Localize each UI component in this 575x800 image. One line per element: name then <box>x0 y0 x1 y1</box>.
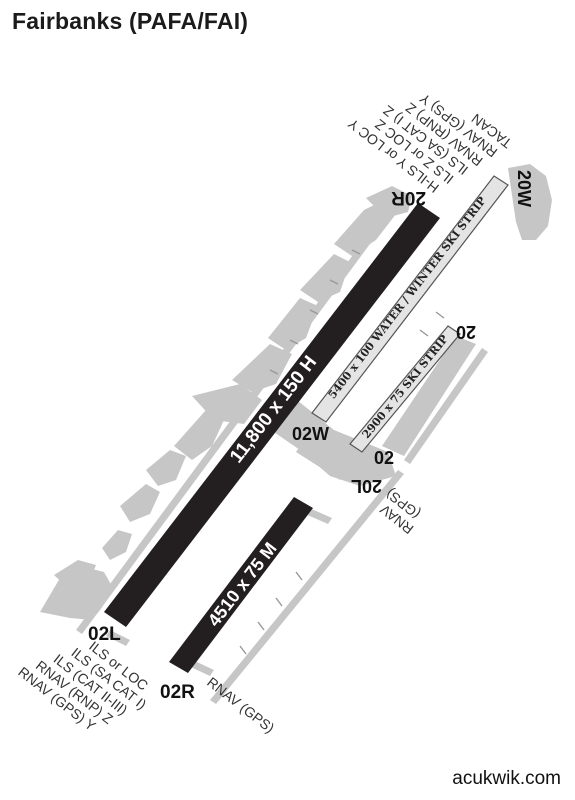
connector-1 <box>296 446 344 480</box>
main-runway-surface <box>104 203 440 627</box>
parallel-runway-surface <box>169 497 313 673</box>
west-apron-2 <box>120 484 160 522</box>
ski-strip-surface <box>349 325 461 453</box>
runway-end-20R: 20R <box>391 187 426 208</box>
ski-area-base <box>382 336 476 456</box>
west-apron-5 <box>192 384 262 424</box>
west-apron-3 <box>146 450 186 486</box>
east-taxiway-edge <box>404 348 488 464</box>
runway-end-02W: 02W <box>292 424 329 444</box>
southwest-apron-lower <box>54 560 96 590</box>
runway-end-02L: 02L <box>88 624 121 645</box>
approaches-02R: RNAV (GPS) <box>204 674 277 736</box>
west-parallel-taxiway <box>76 202 398 634</box>
west-apron-9 <box>334 200 396 256</box>
west-apron-1 <box>102 530 132 560</box>
runway-end-20L: 20L <box>351 476 382 496</box>
runway-end-20: 20 <box>456 322 476 342</box>
taxiway-markers <box>239 249 445 655</box>
approach-item: RNAV (GPS) <box>204 674 277 736</box>
runway-end-02: 02 <box>374 448 394 468</box>
east-taxiway-parallel <box>210 470 404 704</box>
parallel-runway-dimensions: 4510 x 75 M <box>204 539 281 631</box>
west-apron-6 <box>232 344 292 392</box>
west-apron-4 <box>174 410 224 460</box>
runway-end-20W: 20W <box>514 170 534 207</box>
west-apron-7 <box>268 298 318 350</box>
water-strip-surface <box>311 175 509 423</box>
ground-areas <box>40 164 552 704</box>
west-apron-8 <box>300 254 350 302</box>
page-title: Fairbanks (PAFA/FAI) <box>12 8 249 34</box>
float-pond <box>508 164 552 240</box>
connector-2 <box>308 434 356 466</box>
brand-footer: acukwik.com <box>452 768 561 789</box>
central-connector <box>268 396 396 486</box>
connector-5 <box>106 630 130 646</box>
north-apron <box>366 186 412 218</box>
runway-end-02R: 02R <box>160 682 195 703</box>
